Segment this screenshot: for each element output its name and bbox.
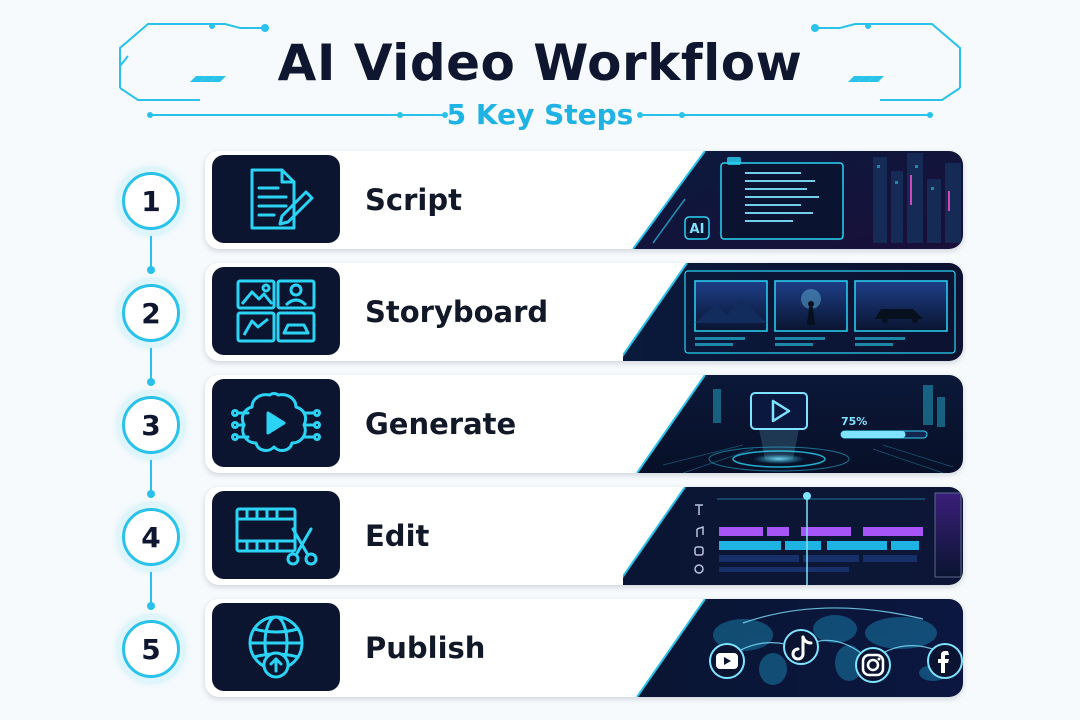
step-connector bbox=[147, 452, 155, 498]
step-number-3: 3 bbox=[122, 396, 180, 454]
progress-bar-fill bbox=[841, 431, 906, 438]
step-card-generate: Generate bbox=[205, 375, 963, 473]
brain-play-icon bbox=[212, 379, 340, 467]
step-card-script: Script bbox=[205, 151, 963, 249]
step-label: Script bbox=[365, 183, 462, 217]
instagram-icon bbox=[855, 647, 891, 683]
generation-illustration: 75% bbox=[623, 375, 963, 473]
step-number-text: 1 bbox=[141, 184, 161, 218]
step-number-4: 4 bbox=[122, 508, 180, 566]
storyboard-frames-illustration bbox=[623, 263, 963, 361]
step-number-5: 5 bbox=[122, 620, 180, 678]
step-connector bbox=[147, 564, 155, 610]
publish-map-illustration bbox=[623, 599, 963, 697]
step-label: Publish bbox=[365, 631, 486, 665]
film-scissors-icon bbox=[212, 491, 340, 579]
step-label: Generate bbox=[365, 407, 517, 441]
youtube-icon bbox=[709, 643, 745, 679]
storyboard-grid-icon bbox=[212, 267, 340, 355]
step-connector bbox=[147, 340, 155, 386]
facebook-icon bbox=[927, 643, 963, 679]
step-card-storyboard: Storyboard bbox=[205, 263, 963, 361]
document-pen-icon bbox=[212, 155, 340, 243]
timeline-editor-illustration bbox=[623, 487, 963, 585]
page-title: AI Video Workflow bbox=[277, 34, 803, 92]
step-number-1: 1 bbox=[122, 172, 180, 230]
step-number-text: 2 bbox=[141, 296, 161, 330]
script-editor-illustration: AI bbox=[623, 151, 963, 249]
step-connector bbox=[147, 228, 155, 274]
step-card-edit: Edit bbox=[205, 487, 963, 585]
progress-percent: 75% bbox=[841, 415, 867, 428]
step-number-2: 2 bbox=[122, 284, 180, 342]
step-number-text: 4 bbox=[141, 520, 161, 554]
step-label: Edit bbox=[365, 519, 430, 553]
step-card-publish: Publish bbox=[205, 599, 963, 697]
step-number-text: 3 bbox=[141, 408, 161, 442]
ai-badge-text: AI bbox=[690, 222, 705, 237]
step-label: Storyboard bbox=[365, 295, 549, 329]
globe-upload-icon bbox=[212, 603, 340, 691]
tiktok-icon bbox=[783, 629, 819, 665]
page-subtitle: 5 Key Steps bbox=[446, 98, 634, 131]
step-number-text: 5 bbox=[141, 632, 161, 666]
